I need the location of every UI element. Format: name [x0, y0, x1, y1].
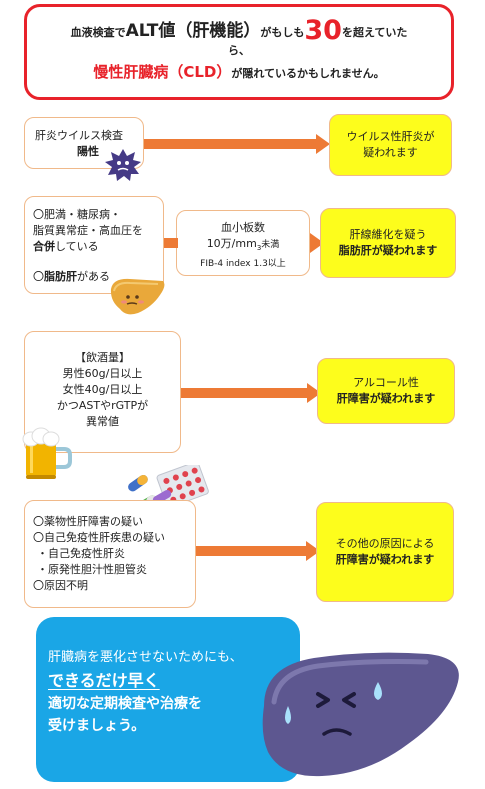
sad-liver-icon	[262, 652, 459, 777]
row2-result-box: 肝線維化を疑う 脂肪肝が疑われます	[320, 208, 456, 278]
row4-result-line1: その他の原因による	[335, 537, 435, 550]
row3-alcohol-title: 【飲酒量】	[75, 351, 130, 364]
header-text-post: を超えていた	[341, 26, 408, 39]
row1-arrow	[144, 134, 330, 154]
header-line1: 血液検査でALT値（肝機能）がもしも30を超えていた	[27, 17, 451, 45]
row2-condition-line3-post: している	[55, 240, 99, 253]
row4-arrow	[196, 541, 320, 561]
row3-arrow	[181, 383, 321, 403]
row2-condition-line4-pre: 〇	[33, 270, 44, 283]
row3-result-box: アルコール性 肝障害が疑われます	[317, 358, 455, 424]
row4-item-aih: ・自己免疫性肝炎	[37, 547, 125, 560]
header-line1-tail: ら、	[228, 44, 250, 57]
row1-result-line1: ウイルス性肝炎が	[346, 130, 435, 143]
row2-platelet-count-exponent: 3	[256, 244, 262, 253]
header-cld: 慢性肝臓病（CLD）	[93, 63, 232, 81]
row2-platelet-count-suffix: 未満	[261, 240, 280, 250]
beer-mug-icon	[22, 427, 72, 479]
row1-condition-positive: 陽性	[77, 145, 99, 158]
row2-condition-fatty-liver: 脂肪肝	[44, 270, 77, 283]
header-line2: 慢性肝臓病（CLD）が隠れているかもしれません。	[27, 59, 451, 87]
row2-platelet-box: 血小板数 10万/mm3未満 FIB-4 index 1.3以上	[176, 210, 310, 276]
row3-result-line1: アルコール性	[353, 376, 419, 389]
advice-line4: 受けましょう。	[48, 718, 146, 734]
row1-condition-line1: 肝炎ウイルス検査	[35, 129, 123, 142]
header-threshold: 30	[304, 15, 342, 46]
header-line2-post: が隠れているかもしれません。	[231, 67, 385, 80]
advice-line1: 肝臓病を悪化させないためにも、	[48, 650, 243, 665]
row3-alcohol-male: 男性60g/日以上	[62, 367, 143, 380]
advice-line3: 適切な定期検査や治療を	[48, 696, 202, 712]
row4-result-line2: 肝障害が疑われます	[335, 553, 435, 566]
row2-condition-complication: 合併	[33, 240, 55, 253]
header-alt: ALT値（肝機能）	[125, 21, 261, 41]
row3-alcohol-female: 女性40g/日以上	[62, 383, 143, 396]
row2-result-line2: 脂肪肝が疑われます	[338, 244, 438, 257]
row2-condition-line1: 〇肥満・糖尿病・	[33, 208, 121, 221]
header-text-mid: がもしも	[260, 26, 305, 39]
row2-result-line1: 肝線維化を疑う	[349, 228, 427, 241]
row2-platelet-count: 10万/mm3未満	[177, 236, 309, 256]
row2-condition-line4-post: がある	[77, 270, 110, 283]
advice-emphasis: できるだけ早く	[48, 671, 160, 690]
row4-result-box: その他の原因による 肝障害が疑われます	[316, 502, 454, 602]
row1-result-line2: 疑われます	[363, 146, 418, 159]
row2-arrow-a	[164, 233, 178, 253]
header-banner: 血液検査でALT値（肝機能）がもしも30を超えていた ら、 慢性肝臓病（CLD）…	[24, 4, 454, 100]
row3-alcohol-abnormal: 異常値	[86, 415, 119, 428]
row1-condition-box: 肝炎ウイルス検査 陽性	[24, 117, 144, 169]
fatty-liver-icon	[110, 278, 165, 315]
row2-condition-line3: 合併している	[33, 239, 163, 255]
medicine-pills-icon	[128, 465, 209, 511]
row4-other-box: 〇薬物性肝障害の疑い 〇自己免疫性肝疾患の疑い ・自己免疫性肝炎 ・原発性胆汁性…	[24, 500, 196, 608]
row4-item-autoimmune: 〇自己免疫性肝疾患の疑い	[33, 531, 165, 544]
row4-item-unknown: 〇原因不明	[33, 579, 88, 592]
row3-alcohol-enzyme: かつASTやrGTPが	[56, 399, 149, 412]
row2-platelet-title: 血小板数	[221, 221, 265, 234]
row2-fib4-index: FIB-4 index 1.3以上	[200, 259, 286, 270]
row3-result-line2: 肝障害が疑われます	[336, 392, 436, 405]
row2-platelet-count-value: 10万/mm	[206, 237, 257, 250]
row4-item-drug: 〇薬物性肝障害の疑い	[33, 515, 143, 528]
header-text-pre: 血液検査で	[70, 26, 126, 39]
row4-item-pbc: ・原発性胆汁性胆管炎	[37, 563, 147, 576]
row2-condition-line4: 〇脂肪肝がある	[33, 269, 163, 285]
advice-panel: 肝臓病を悪化させないためにも、 できるだけ早く 適切な定期検査や治療を 受けまし…	[36, 617, 300, 782]
virus-icon	[105, 149, 141, 181]
row2-condition-box: 〇肥満・糖尿病・ 脂質異常症・高血圧を 合併している 〇脂肪肝がある	[24, 196, 164, 294]
row1-result-box: ウイルス性肝炎が 疑われます	[329, 114, 452, 176]
row2-condition-line2: 脂質異常症・高血圧を	[33, 224, 143, 237]
